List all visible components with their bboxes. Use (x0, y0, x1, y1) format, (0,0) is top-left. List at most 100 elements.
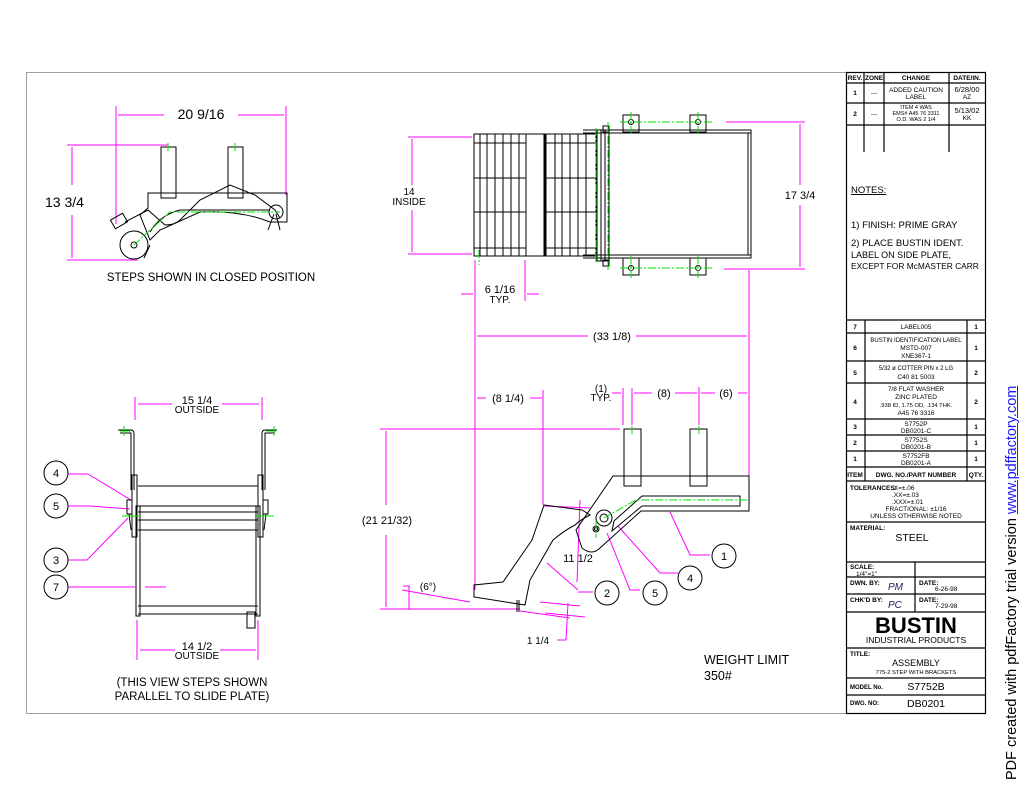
inside-dim-label: INSIDE (392, 197, 426, 208)
front-balloon-3: 3 (43, 547, 69, 573)
rev-2-number: 2 (853, 111, 857, 118)
bom-row-4: 4 7/8 FLAT WASHER ZINC PLATED .938 ID, 1… (853, 386, 978, 417)
tolerance-xxx: .XXX=±.01 (892, 499, 924, 506)
tolerance-xx: .XX=±.03 (892, 492, 919, 499)
tolerances-label: TOLERANCES: (850, 485, 897, 492)
note-2-line-1: 2) PLACE BUSTIN IDENT. (851, 238, 963, 249)
offset-left-dim: (8 1/4) (492, 393, 524, 405)
svg-text:3: 3 (853, 424, 857, 431)
balloon-1: 1 (711, 543, 737, 569)
dwg-no-value: DB0201 (907, 698, 945, 710)
overall-width-dim: 17 3/4 (785, 190, 816, 202)
material-value: STEEL (895, 532, 928, 544)
angle-dim: (6°) (420, 582, 436, 593)
dwg-no-label: DWG. NO: (850, 701, 879, 707)
drawn-date-label: DATE: (919, 580, 938, 587)
rev-header-change: CHANGE (902, 75, 931, 82)
bom-header-item: ITEM (847, 472, 863, 479)
svg-text:5/32 ø COTTER PIN x 2 LG: 5/32 ø COTTER PIN x 2 LG (879, 366, 954, 372)
rev-header-zone: ZONE (865, 75, 884, 82)
bom-row-5: 5 5/32 ø COTTER PIN x 2 LG C40 81 5003 2 (853, 366, 978, 381)
svg-text:7/8 FLAT WASHER: 7/8 FLAT WASHER (888, 386, 945, 393)
svg-text:LABEL005: LABEL005 (900, 324, 931, 331)
svg-text:XNE367-1: XNE367-1 (901, 353, 931, 360)
svg-text:MSTD-007: MSTD-007 (900, 345, 932, 352)
bom-row-1: 1 S7752FB DB0201-A 1 (853, 453, 978, 467)
closed-position-view: 20 9/16 13 3/4 STEPS SHOWN IN CLOSED POS… (45, 106, 315, 284)
bracket-width-label: TYP. (591, 393, 612, 404)
scale-label: SCALE: (850, 564, 874, 571)
tolerance-fractional: FRACTIONAL: ±1/16 (885, 506, 946, 513)
bom-row-2: 2 S7752S DB0201-B 1 (853, 437, 978, 451)
tolerance-x: .X=±.06 (892, 485, 915, 492)
weight-limit-value: 350# (704, 669, 732, 683)
checked-date: 7-29-98 (935, 603, 958, 610)
checked-by-label: CHK'D BY: (850, 597, 883, 604)
weight-limit-label: WEIGHT LIMIT (704, 653, 790, 667)
rev-2-initials: KK (963, 115, 972, 122)
rev-1-number: 1 (853, 90, 857, 97)
rev-2-change-3: O.D. WAS 2 1/4 (897, 117, 936, 123)
top-view: 14 INSIDE 17 3/4 6 1/16 TYP. (392, 112, 815, 490)
dim-width-20-9-16 (67, 106, 287, 261)
drawn-by-label: DWN. BY: (850, 580, 880, 587)
notes-heading: NOTES: (851, 185, 886, 196)
scale-value: 1/4"=1" (856, 571, 878, 578)
svg-text:2: 2 (974, 399, 978, 406)
svg-text:1: 1 (974, 345, 978, 352)
front-view-caption-1: (THIS VIEW STEPS SHOWN (117, 677, 268, 689)
drawn-by-initials: PM (888, 582, 904, 593)
svg-text:5: 5 (652, 588, 658, 600)
side-view: (33 1/8) (8 1/4) (1) TYP. (8) (6) (21 21… (362, 331, 750, 647)
bom-row-7: 7 LABEL005 1 (853, 324, 978, 331)
bottom-width-value: 14 1/2 (182, 641, 213, 653)
svg-text:4: 4 (853, 399, 857, 406)
end-offset-dim: (6) (719, 388, 732, 400)
bom-header-qty: QTY. (969, 472, 984, 479)
bracket-width-value: (1) (595, 384, 607, 395)
svg-text:6: 6 (853, 345, 857, 352)
rev-header-rev: REV. (848, 75, 863, 82)
svg-text:1: 1 (853, 456, 857, 463)
bracket-spacing-dim: (8) (657, 388, 670, 400)
svg-text:DB0201-B: DB0201-B (901, 444, 931, 451)
height-dim: (21 21/32) (362, 515, 412, 527)
front-view: 15 1/4 OUTSIDE 14 1/2 OUTSIDE (43, 395, 277, 703)
bom-row-6: 6 BUSTIN IDENTIFICATION LABEL MSTD-007 X… (853, 338, 978, 360)
top-width-value: 15 1/4 (182, 395, 213, 407)
bom-row-3: 3 S7752P DB0201-C 1 (853, 421, 978, 435)
title-line-2: 775-2 STEP WITH BRACKETS (876, 670, 957, 676)
svg-text:7: 7 (53, 582, 59, 594)
drawn-date: 6-26-98 (935, 586, 958, 593)
closed-width-dim: 20 9/16 (178, 106, 225, 122)
title-block: REV. ZONE CHANGE DATE/IN. 1 --- ADDED CA… (845, 71, 987, 715)
svg-text:1: 1 (974, 424, 978, 431)
rev-1-change-2: LABEL (906, 94, 927, 101)
overall-length-dim: (33 1/8) (593, 331, 631, 343)
svg-text:2: 2 (604, 588, 610, 600)
front-balloon-5: 5 (43, 493, 69, 519)
inside-dim-value: 14 (403, 187, 415, 198)
step-depth-dim: 11 1/2 (563, 553, 593, 565)
pdf-watermark: PDF created with pdfFactory trial versio… (1004, 386, 1020, 780)
checked-date-label: DATE: (919, 597, 938, 604)
tread-dim: 1 1/4 (527, 636, 550, 647)
bottom-width-label: OUTSIDE (175, 651, 220, 662)
watermark-link[interactable]: www.pdffactory.com (1004, 385, 1020, 515)
checked-by-initials: PC (888, 600, 903, 611)
svg-text:S7752S: S7752S (904, 437, 928, 444)
note-2-line-3: EXCEPT FOR McMASTER CARR (851, 261, 979, 271)
balloon-5: 5 (642, 580, 668, 606)
rev-1-initials: AZ (963, 94, 971, 101)
svg-text:1: 1 (974, 324, 978, 331)
svg-text:ZINC PLATED: ZINC PLATED (895, 394, 937, 401)
svg-text:S7752FB: S7752FB (902, 453, 929, 460)
svg-text:A45 76 3316: A45 76 3316 (898, 410, 935, 417)
top-width-label: OUTSIDE (175, 405, 220, 416)
note-2-line-2: LABEL ON SIDE PLATE, (851, 250, 951, 260)
balloon-2: 2 (594, 580, 620, 606)
tolerance-unless: UNLESS OTHERWISE NOTED (870, 513, 962, 520)
rev-2-change-1: ITEM 4 WAS (900, 105, 932, 111)
svg-text:C40 81 5003: C40 81 5003 (897, 374, 935, 381)
